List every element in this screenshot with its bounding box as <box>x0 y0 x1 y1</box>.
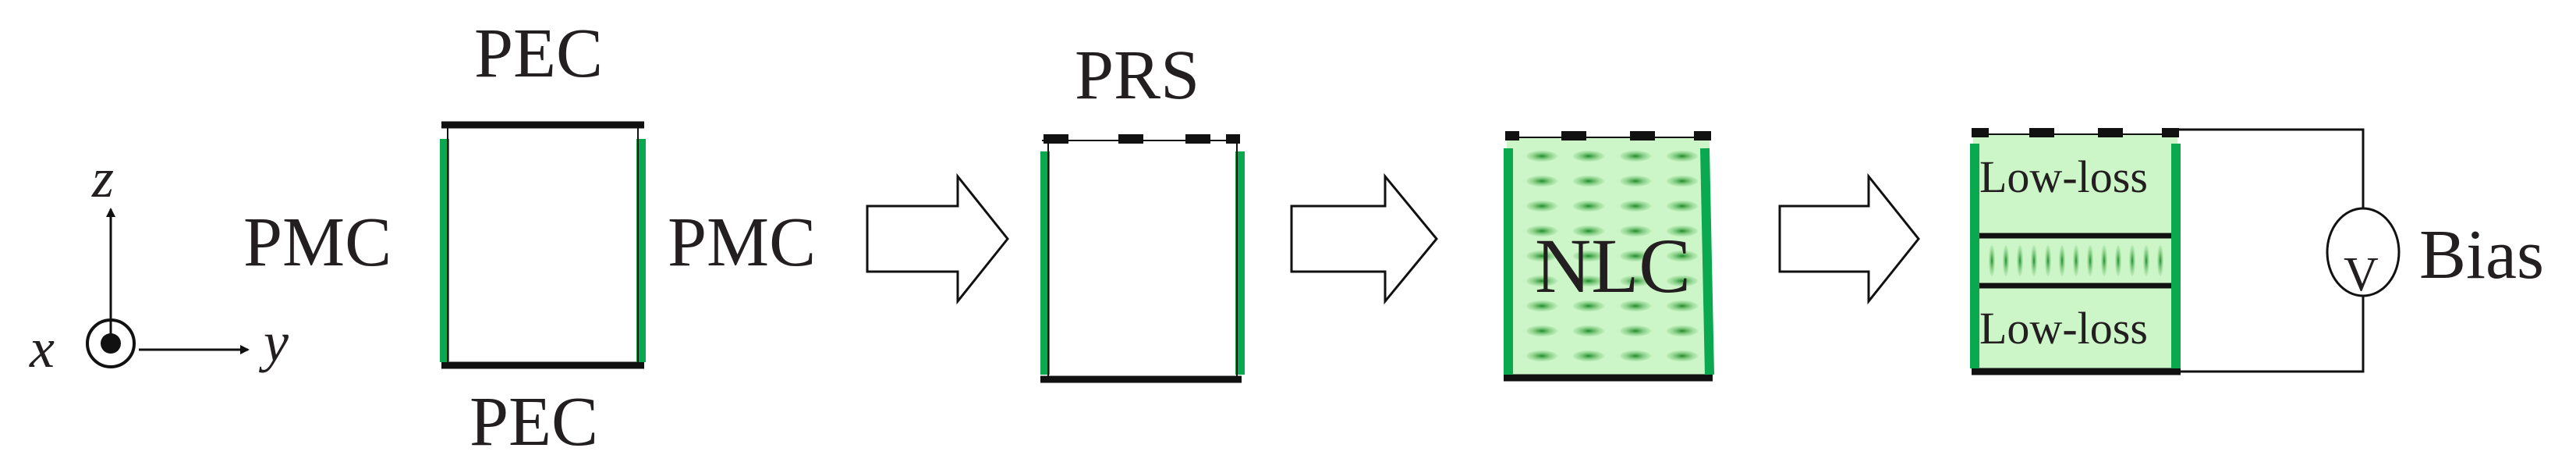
lc-vertical-molecules <box>1989 245 2163 276</box>
lc-molecule <box>1526 350 1557 361</box>
lc-molecule <box>2059 245 2065 276</box>
lc-molecule <box>1526 301 1557 311</box>
lc-molecule <box>1573 325 1604 336</box>
voltmeter-icon <box>2326 207 2401 297</box>
y-axis-label: y <box>258 311 289 373</box>
lc-molecule <box>1573 251 1604 261</box>
voltmeter-label: V <box>2344 248 2379 301</box>
prs-dash <box>2162 128 2179 137</box>
prs-dash <box>1185 134 1210 144</box>
lc-molecule <box>1526 251 1557 261</box>
upper-lowloss-layer <box>1973 134 2177 237</box>
prs-dash <box>1694 131 1711 140</box>
lc-molecule <box>2031 245 2037 276</box>
lc-molecule <box>2087 245 2093 276</box>
lc-molecule <box>2115 245 2121 276</box>
stage2-box: PRS <box>1040 37 1245 383</box>
x-axis-circle-outer <box>86 318 136 368</box>
lc-molecule <box>1573 176 1604 187</box>
lc-molecule <box>1573 151 1604 162</box>
lc-molecule <box>1526 176 1557 187</box>
lc-molecule <box>1573 226 1604 236</box>
lc-molecule <box>1620 350 1651 361</box>
lc-molecule <box>2101 245 2107 276</box>
nlc-label: NLC <box>1535 222 1691 309</box>
lc-molecule <box>2003 245 2009 276</box>
prs-dash <box>1972 128 1989 137</box>
nlc-molecule-grid <box>1526 151 1698 361</box>
block-arrow-1 <box>866 172 1009 305</box>
prs-dash <box>1561 131 1586 140</box>
lc-molecule <box>1667 226 1698 236</box>
lc-molecule <box>1573 201 1604 212</box>
lower-lowloss-layer <box>1973 284 2177 372</box>
lc-molecule <box>1526 151 1557 162</box>
prs-top-dashes <box>1044 134 1240 144</box>
block-arrow-2 <box>1290 172 1438 305</box>
lc-molecule <box>1667 151 1698 162</box>
lc-molecule <box>1620 251 1651 261</box>
lc-molecule <box>1573 301 1604 311</box>
bias-wire-bottom <box>2177 295 2365 373</box>
stage3-box: NLC <box>1504 131 1714 382</box>
pmc-right-label: PMC <box>668 204 816 281</box>
lc-molecule <box>1573 276 1604 286</box>
lc-molecule <box>1526 325 1557 336</box>
lc-molecule <box>2143 245 2149 276</box>
coordinate-axes: z y x <box>29 147 289 379</box>
lc-molecule <box>1667 176 1698 187</box>
prs-dash <box>1505 131 1519 140</box>
lc-molecule <box>1620 301 1651 311</box>
prs-dash <box>2029 128 2054 137</box>
lc-molecule <box>1667 276 1698 286</box>
lc-molecule <box>1667 350 1698 361</box>
stage3-right-wall <box>1700 148 1714 375</box>
pec-bottom-label: PEC <box>469 383 598 461</box>
lc-molecule <box>1526 201 1557 212</box>
lc-molecule <box>1667 301 1698 311</box>
lc-molecule <box>1667 201 1698 212</box>
lc-molecule <box>2073 245 2079 276</box>
lc-molecule <box>1989 245 1995 276</box>
stage4-top-dashes <box>1972 128 2179 137</box>
lc-molecule <box>1667 325 1698 336</box>
prs-dash <box>1226 134 1240 144</box>
upper-lowloss-label: Low-loss <box>1979 151 2148 202</box>
x-axis-label: x <box>29 317 55 379</box>
stage3-top-dashes <box>1505 131 1711 140</box>
lc-molecule <box>1526 276 1557 286</box>
lc-molecule <box>2129 245 2135 276</box>
prs-dash <box>1118 134 1143 144</box>
stage1-box: PEC PEC PMC PMC <box>243 15 816 461</box>
lc-molecule <box>2017 245 2023 276</box>
bias-wire <box>2177 128 2365 209</box>
bias-label: Bias <box>2419 216 2544 293</box>
lc-molecule <box>1620 176 1651 187</box>
lc-molecule <box>1620 151 1651 162</box>
z-axis-label: z <box>91 147 114 209</box>
stage4-box: Low-loss Low-loss V Bias <box>1970 128 2544 375</box>
lc-molecule <box>1620 226 1651 236</box>
block-arrow-3 <box>1778 172 1920 305</box>
lc-molecule <box>1526 226 1557 236</box>
pmc-left-label: PMC <box>243 204 392 281</box>
pec-top-label: PEC <box>474 15 603 92</box>
lc-molecule <box>1573 350 1604 361</box>
lc-molecule <box>2157 245 2163 276</box>
prs-label: PRS <box>1075 37 1199 114</box>
lower-lowloss-label: Low-loss <box>1979 303 2148 354</box>
lc-molecule <box>1667 251 1698 261</box>
x-axis-dot <box>101 333 121 354</box>
lc-molecule <box>1620 201 1651 212</box>
prs-dash <box>1044 134 1068 144</box>
lc-molecule <box>2045 245 2051 276</box>
lc-molecule <box>1620 325 1651 336</box>
prs-dash <box>1630 131 1655 140</box>
prs-dash <box>2098 128 2123 137</box>
lc-molecule <box>1620 276 1651 286</box>
